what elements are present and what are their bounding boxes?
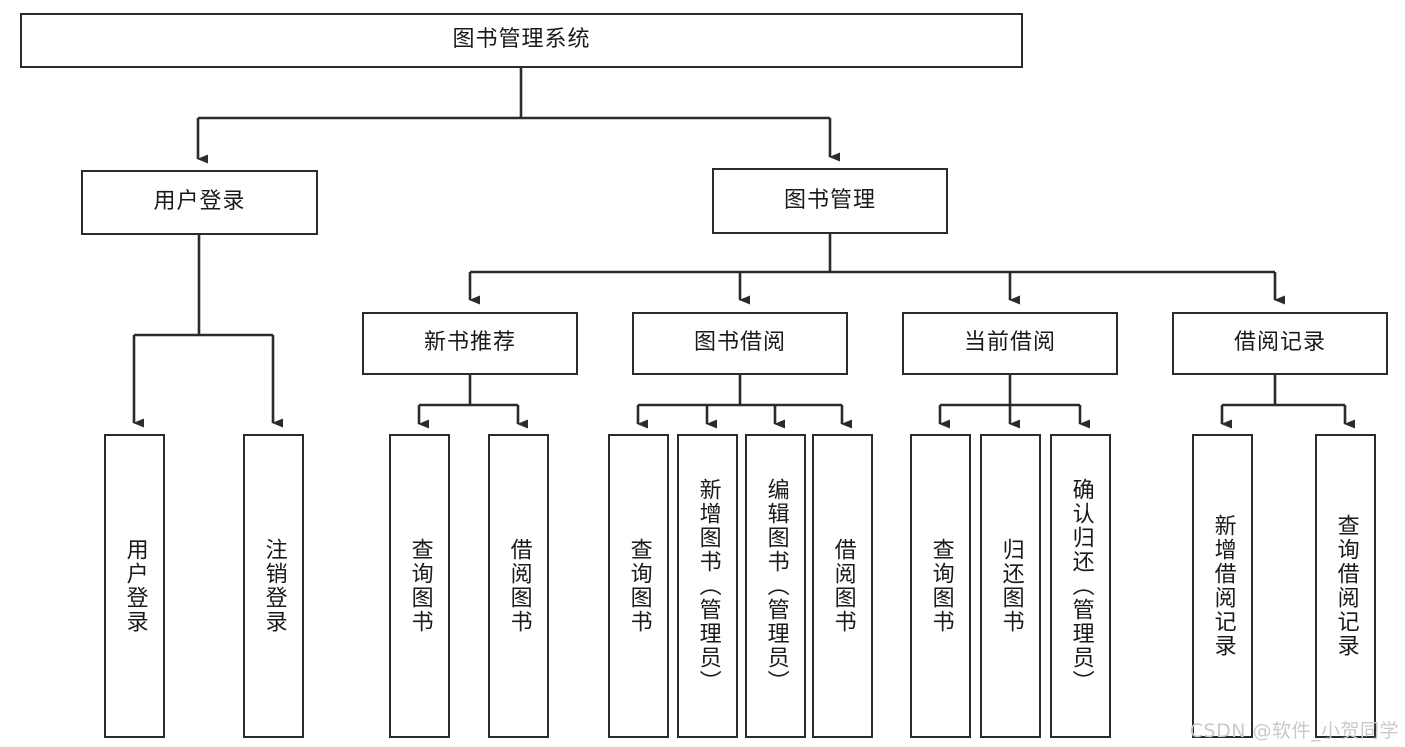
node-label: 查询借阅记录 [1333,514,1359,658]
node-label: 图书管理 [783,187,876,213]
node-label: 借阅图书 [506,538,532,634]
leaf-current-confirm-return-admin[interactable]: 确认归还（管理员） [1050,434,1111,738]
node-label: 查询图书 [626,538,652,634]
node-label: 图书借阅 [693,330,786,356]
node-label: 查询图书 [407,538,433,634]
leaf-current-return-book[interactable]: 归还图书 [980,434,1041,738]
leaf-borrow-edit-book-admin[interactable]: 编辑图书（管理员） [745,434,806,738]
leaf-borrow-add-book-admin[interactable]: 新增图书（管理员） [677,434,738,738]
node-label: 当前借阅 [963,330,1056,356]
node-label: 借阅图书 [830,538,856,634]
leaf-borrow-lend-book[interactable]: 借阅图书 [812,434,873,738]
node-root-system[interactable]: 图书管理系统 [20,13,1023,68]
node-label: 新书推荐 [423,330,516,356]
node-label: 编辑图书（管理员） [763,478,789,694]
node-label: 注销登录 [261,538,287,634]
node-user-login[interactable]: 用户登录 [81,170,318,235]
leaf-record-query-record[interactable]: 查询借阅记录 [1315,434,1376,738]
node-new-book-recommend[interactable]: 新书推荐 [362,312,578,375]
node-label: 用户登录 [122,538,148,634]
leaf-user-login-login[interactable]: 用户登录 [104,434,165,738]
node-borrow-record[interactable]: 借阅记录 [1172,312,1388,375]
node-book-borrow[interactable]: 图书借阅 [632,312,848,375]
node-label: 归还图书 [998,538,1024,634]
csdn-watermark: CSDN @软件_小贺同学 [1189,720,1399,742]
leaf-user-login-logout[interactable]: 注销登录 [243,434,304,738]
leaf-borrow-query-book[interactable]: 查询图书 [608,434,669,738]
node-label: 借阅记录 [1233,330,1326,356]
leaf-record-add-record[interactable]: 新增借阅记录 [1192,434,1253,738]
node-label: 新增图书（管理员） [695,478,721,694]
node-label: 确认归还（管理员） [1068,478,1094,694]
leaf-new-book-borrow[interactable]: 借阅图书 [488,434,549,738]
node-current-borrow[interactable]: 当前借阅 [902,312,1118,375]
node-label: 新增借阅记录 [1210,514,1236,658]
node-label: 图书管理系统 [452,27,591,53]
leaf-current-query-book[interactable]: 查询图书 [910,434,971,738]
node-book-management[interactable]: 图书管理 [712,168,948,234]
node-label: 查询图书 [928,538,954,634]
node-label: 用户登录 [153,189,246,215]
leaf-new-book-query[interactable]: 查询图书 [389,434,450,738]
